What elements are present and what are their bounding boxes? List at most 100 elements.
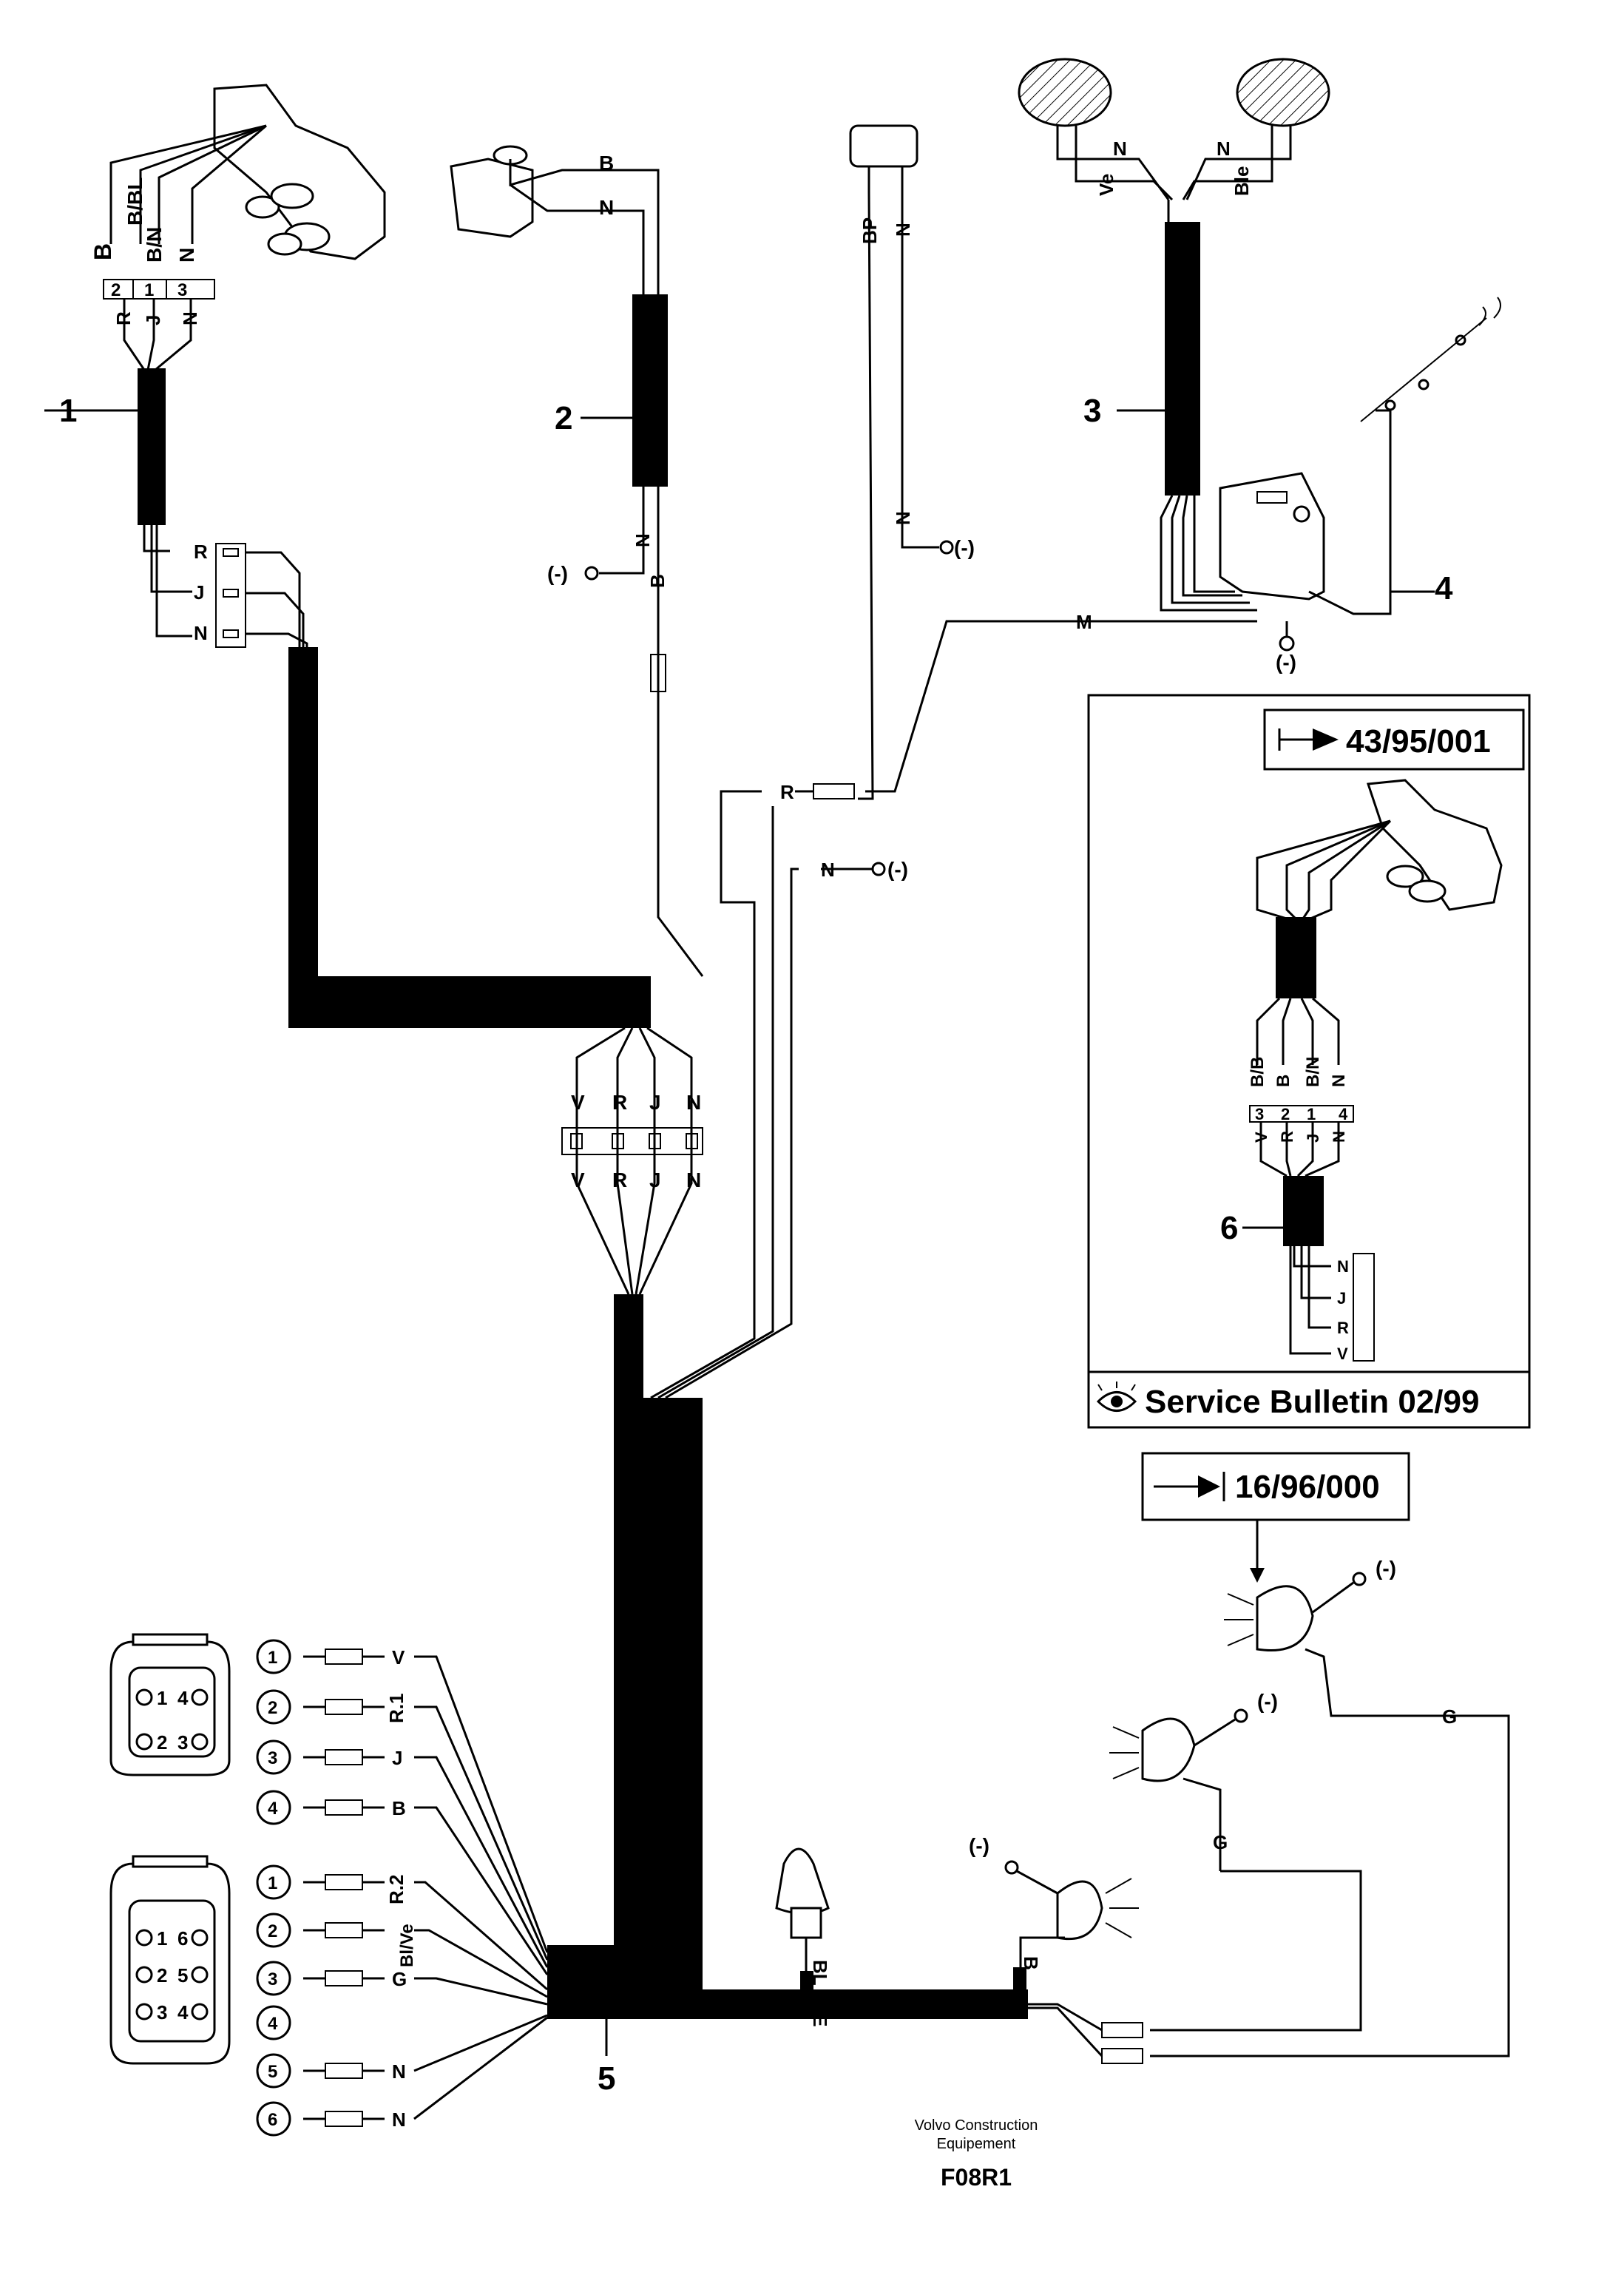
wire1-pin-3: 3 <box>177 280 187 300</box>
plug-b-pin-5: 5 <box>177 1964 188 1986</box>
plug-b-wire-g: G <box>392 1968 407 1990</box>
main-trunk-harness <box>614 1294 703 1960</box>
wire2-bot-n: N <box>632 533 654 547</box>
wire-bp-n2: N <box>892 511 914 525</box>
middle-connector <box>561 1027 703 1295</box>
wire-fuse-g2 <box>1028 2006 1103 2057</box>
wire1-label-n: N <box>175 248 198 263</box>
component-2-switch <box>450 145 704 977</box>
plug-b-circle-4: 4 <box>268 2014 278 2034</box>
wire2-ground: (-) <box>547 562 568 585</box>
plug-b-circle-2: 2 <box>268 1921 277 1941</box>
plug-b-wires <box>256 1864 548 2137</box>
mid-top-j: J <box>649 1091 661 1114</box>
lamp-wire-b: B <box>1020 1956 1042 1970</box>
maker-line-2: Equipement <box>937 2136 1016 2152</box>
work-lamp-b <box>1004 1860 1139 1967</box>
wire3-ve: Ve <box>1095 174 1117 196</box>
plug-a-wire-r1: R.1 <box>385 1694 407 1723</box>
inset-mid-v: V <box>1252 1132 1271 1143</box>
mid-bot-j: J <box>649 1169 661 1191</box>
plug-b-wire-r2: R.2 <box>385 1875 407 1904</box>
lamp-wire-blve: BL / VE <box>809 1960 831 2027</box>
plug-a-wire-v: V <box>392 1646 405 1668</box>
wire-n-ground-ring <box>871 862 886 876</box>
plug-a-circle-1: 1 <box>268 1648 277 1668</box>
lamp-g2-ground: (-) <box>1376 1557 1396 1580</box>
callout-4: 4 <box>1435 570 1453 606</box>
inset-ref: 43/95/001 <box>1346 723 1491 760</box>
wire-bp-label: BP <box>859 217 881 244</box>
relay-ground: (-) <box>1276 651 1296 674</box>
plug-a-pin-2: 2 <box>157 1731 167 1754</box>
inset-conn-r: R <box>1337 1319 1349 1337</box>
b-tap <box>1013 1967 1026 1997</box>
wire-m-label: M <box>1076 611 1092 633</box>
wire2-bot-b: B <box>646 574 669 588</box>
work-lamp-g1 <box>1109 1708 1248 1871</box>
plug-a-pin-4: 4 <box>177 1687 189 1709</box>
plug-a-connector <box>109 1633 231 1776</box>
plug-b-pin-4: 4 <box>177 2001 189 2023</box>
lamp-wire-g1: G <box>1213 1831 1228 1853</box>
inset-pin-4: 4 <box>1339 1105 1348 1123</box>
inset-panel <box>1087 694 1531 1429</box>
wire-r-route-2 <box>657 806 774 1399</box>
wire1-label-bbl: B/BL <box>124 177 146 226</box>
lamp-g1-ground: (-) <box>1257 1690 1278 1713</box>
wire-r-route <box>650 790 762 1399</box>
inset-mid-n: N <box>1330 1131 1348 1143</box>
plug-b-circle-1: 1 <box>268 1873 277 1893</box>
fuse-g2 <box>1101 2048 1143 2064</box>
figure-code: F08R1 <box>941 2164 1012 2191</box>
plug-b-connector <box>109 1855 231 2065</box>
wire3-n1: N <box>1113 138 1127 160</box>
callout-5: 5 <box>598 2060 615 2097</box>
wire-bp-ground: (-) <box>954 536 975 559</box>
inset-mid-j: J <box>1304 1134 1322 1143</box>
plug-a-wire-j: J <box>392 1747 402 1769</box>
plug-a-circle-2: 2 <box>268 1698 277 1718</box>
wire1-mid-r: R <box>112 311 135 325</box>
wire2-top-b: B <box>599 152 614 175</box>
wire-r-label: R <box>780 781 794 803</box>
mid-top-v: V <box>571 1091 585 1114</box>
mid-bot-v: V <box>571 1169 585 1191</box>
plug-a-wires <box>256 1639 549 1975</box>
wire1-conn-r: R <box>194 541 208 563</box>
inset-conn-v: V <box>1337 1345 1348 1363</box>
component-bp-button <box>849 124 954 800</box>
component-1-sensor <box>44 84 386 651</box>
plug-b-circle-5: 5 <box>268 2062 277 2082</box>
wire3-ble: Ble <box>1231 166 1253 196</box>
wire1-pin-1: 1 <box>144 280 154 300</box>
wire1-pin-2: 2 <box>111 280 121 300</box>
wire1-label-b: B <box>89 243 116 260</box>
wire-m <box>865 620 1257 793</box>
inset-pin-1: 1 <box>1307 1105 1316 1123</box>
fuse-g1 <box>1101 2022 1143 2038</box>
inset-top-b: B <box>1273 1075 1293 1087</box>
inset-top-n: N <box>1329 1075 1349 1087</box>
plug-b-pin-2: 2 <box>157 1964 167 1986</box>
lamp-wire-g2: G <box>1442 1705 1457 1728</box>
maker-line-1: Volvo Construction <box>915 2117 1038 2134</box>
wire-bp-n1: N <box>892 223 914 237</box>
inset-top-bn: B/N <box>1303 1057 1323 1087</box>
wire-fuse-g1 <box>1028 2003 1103 2032</box>
plug-b-wire-n1: N <box>392 2060 406 2083</box>
wire-n-label: N <box>821 859 835 881</box>
wire1-conn-j: J <box>194 581 204 603</box>
inset-conn-n: N <box>1337 1257 1349 1276</box>
mid-top-r: R <box>612 1091 627 1114</box>
inset-top-bb: B/B <box>1248 1057 1268 1087</box>
wire1-conn-n: N <box>194 622 208 644</box>
wire-n-route <box>665 868 799 1399</box>
component-3-lights <box>1018 58 1330 612</box>
wire1-mid-j: J <box>142 315 164 325</box>
inset-pin-3: 3 <box>1255 1105 1264 1123</box>
beacon-lamp <box>775 1847 830 1971</box>
ref2-text: 16/96/000 <box>1235 1469 1380 1505</box>
plug-b-pin-6: 6 <box>177 1927 188 1950</box>
